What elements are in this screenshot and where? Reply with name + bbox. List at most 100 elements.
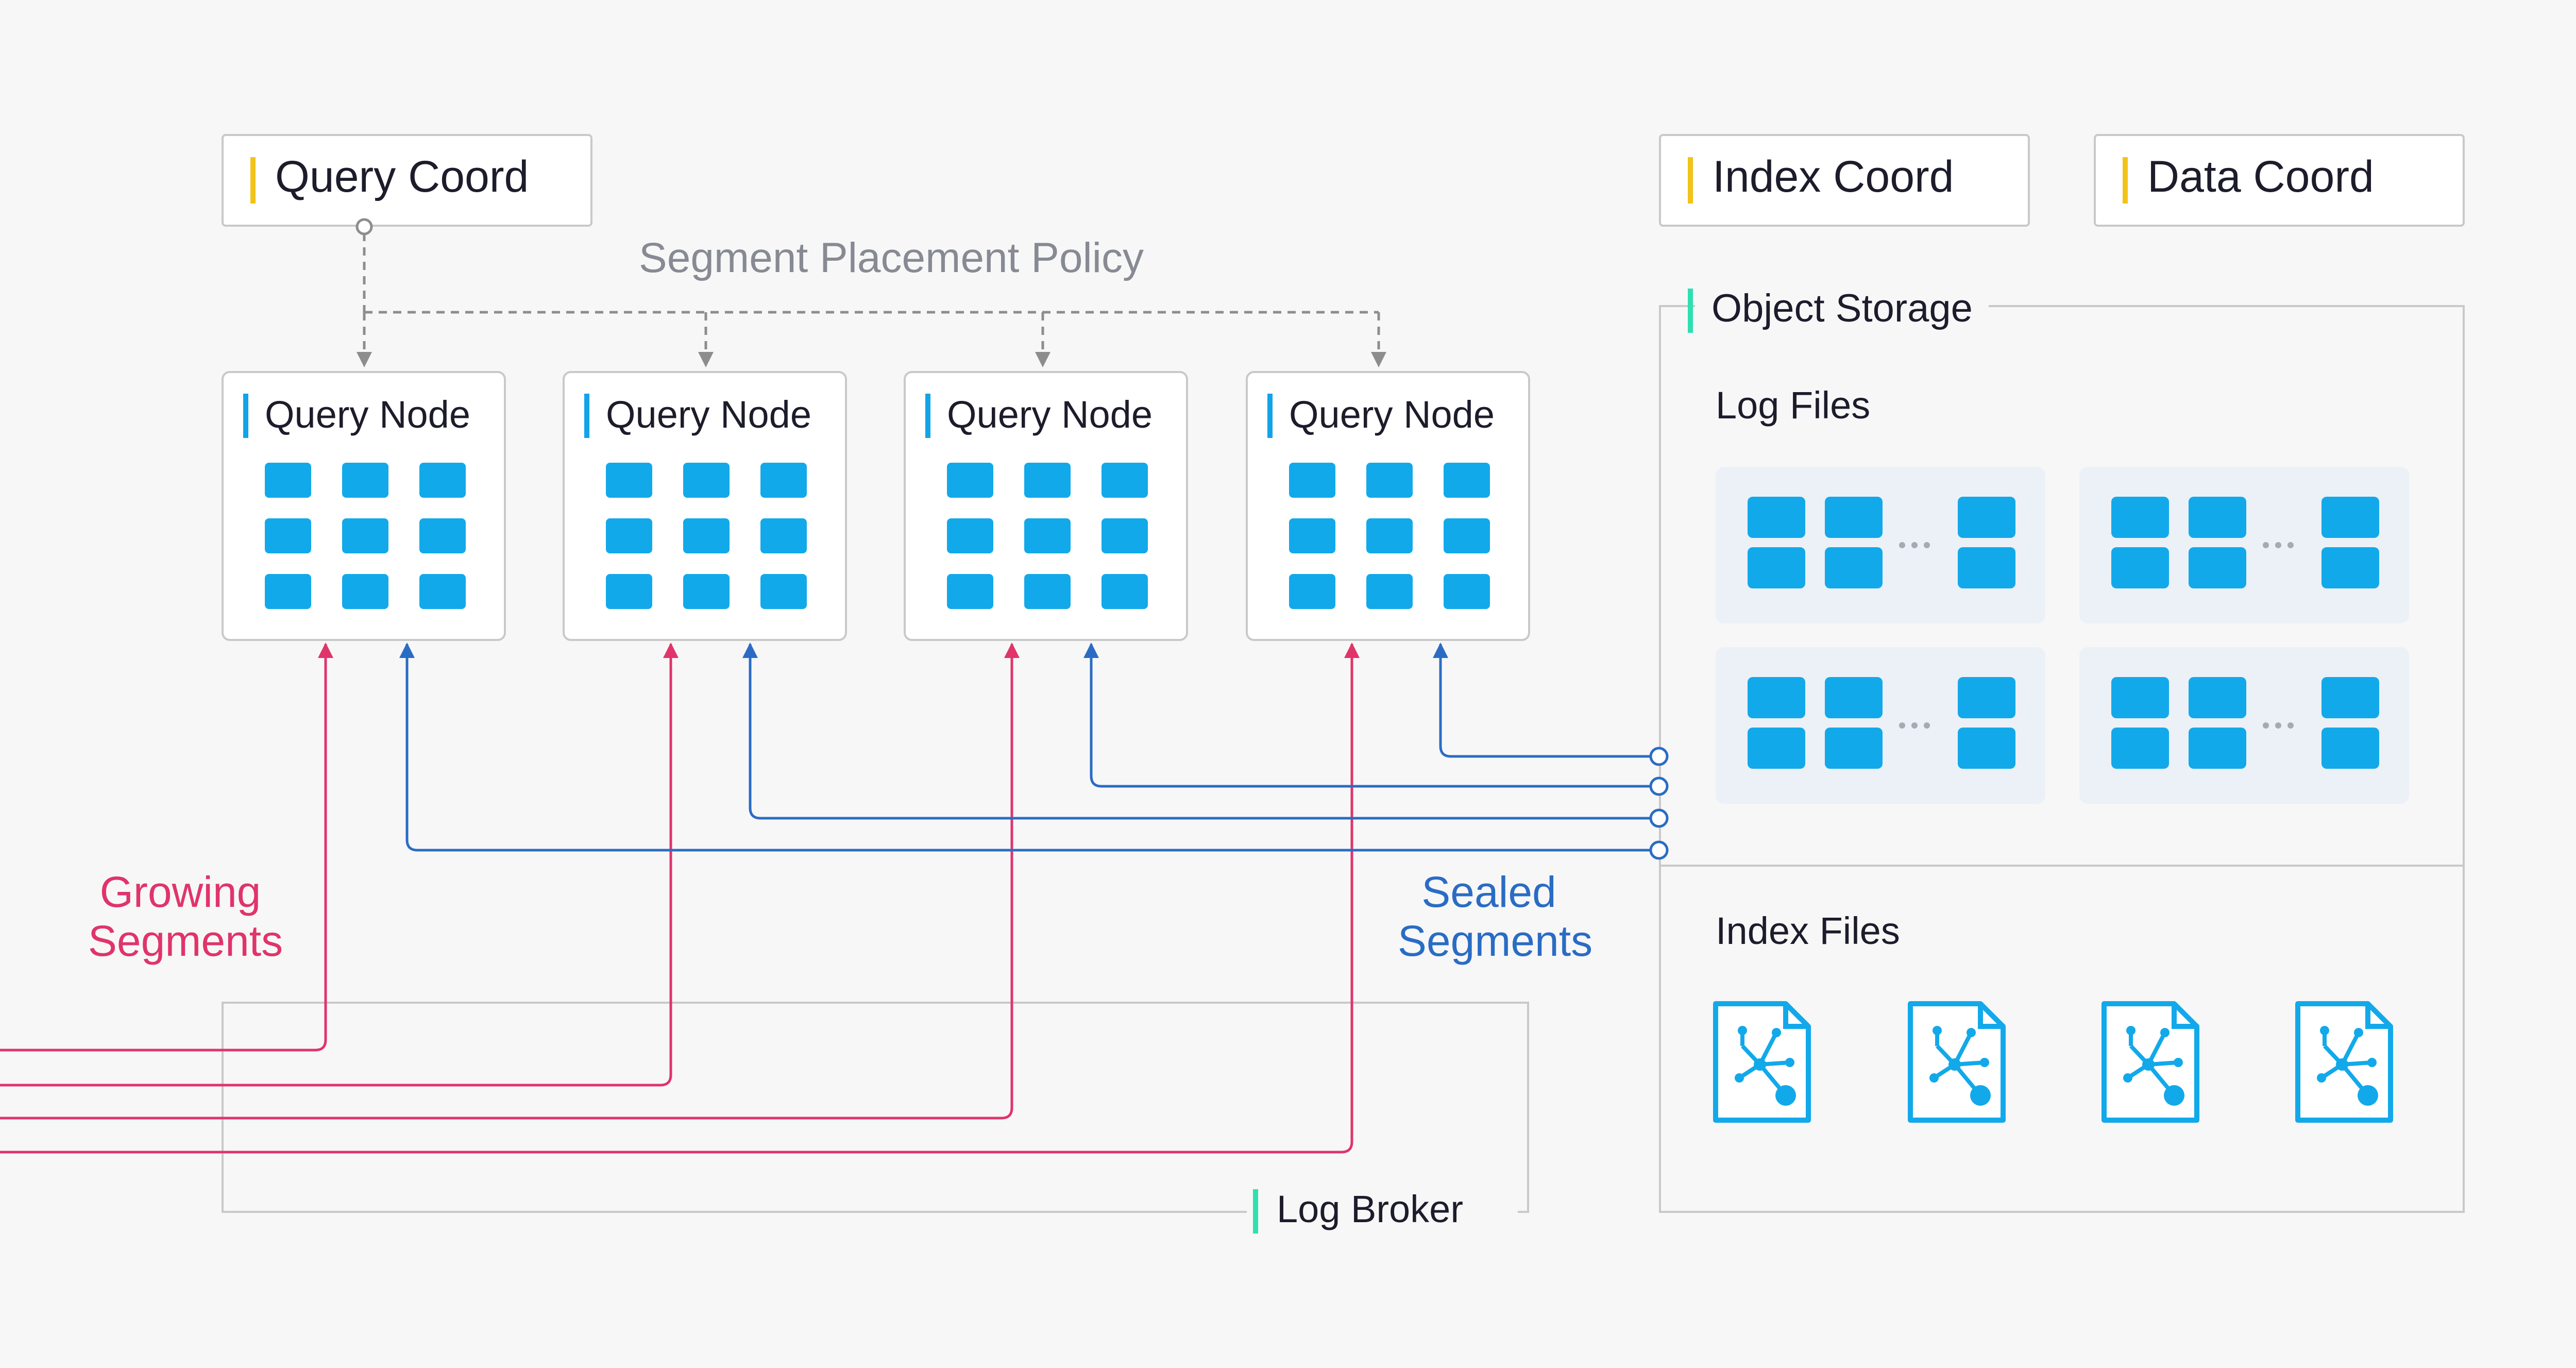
log-segment-block [2189,497,2246,538]
log-segment-block [1825,497,1883,538]
segment-block [683,518,730,553]
log-broker-accent [1253,1189,1258,1234]
segment-block [265,574,311,609]
segment-block [1444,463,1490,498]
query-node-label: Query Node [606,393,811,436]
index-file-icon [1908,1001,2006,1123]
segment-block [1289,518,1335,553]
segment-block [1024,518,1071,553]
ellipsis-dot [1899,542,1905,548]
segment-block [1024,463,1071,498]
segment-block [1366,463,1413,498]
log-segment-block [1958,497,2015,538]
query-node-label: Query Node [947,393,1153,436]
segment-block [606,574,652,609]
segment-block [1289,463,1335,498]
segment-block [1366,574,1413,609]
log-files-label: Log Files [1716,384,1870,427]
index-file-icon [2295,1001,2393,1123]
segment-block [606,518,652,553]
log-segment-block [1748,547,1805,588]
ellipsis-dot [2275,722,2281,729]
log-segment-block [1825,547,1883,588]
ellipsis-dot [1911,542,1918,548]
data-coord-box: Data Coord [2094,134,2465,227]
ellipsis-dot [2263,542,2269,548]
log-broker-label: Log Broker [1277,1188,1463,1230]
query-coord-box: Query Coord [222,134,592,227]
storage-ports [1649,747,1669,860]
object-storage-box: Object Storage Log Files Index Files [1659,286,2465,1213]
policy-label: Segment Placement Policy [639,234,1144,281]
data-coord-accent [2123,157,2128,204]
segment-block [265,518,311,553]
segment-block [342,574,388,609]
log-segment-block [2321,677,2379,718]
log-file-group [2079,467,2409,623]
segment-block [1101,463,1148,498]
object-storage-title: Object Storage [1711,286,1973,330]
query-node-label: Query Node [1289,393,1495,436]
segment-block [419,518,466,553]
query-node-accent [243,394,248,438]
query-nodes-group: Query Node Query Node Query Node Query Node [222,371,1530,641]
segment-block [683,463,730,498]
log-segment-block [2111,497,2169,538]
ellipsis-dot [1924,722,1930,729]
ellipsis-dot [2275,542,2281,548]
log-segment-block [2189,728,2246,769]
index-coord-accent [1688,157,1693,204]
index-files-row [1713,1001,2393,1123]
query-coord-accent [250,157,256,204]
query-node-4: Query Node [1246,371,1530,641]
segment-block [683,574,730,609]
query-node-accent [1267,394,1273,438]
segment-block [947,574,993,609]
log-segment-block [1958,728,2015,769]
segment-block [1366,518,1413,553]
ellipsis-dot [1911,722,1918,729]
index-coord-label: Index Coord [1713,152,1954,201]
segment-block [1101,518,1148,553]
ellipsis-dot [2287,722,2294,729]
object-storage-accent [1688,289,1693,333]
sealed-segment-connectors [399,643,1651,852]
segment-block [1289,574,1335,609]
index-files-label: Index Files [1716,909,1900,952]
log-broker-box: Log Broker [222,1002,1529,1234]
log-segment-block [2321,497,2379,538]
query-node-3: Query Node [904,371,1188,641]
index-file-icon [1713,1001,1811,1123]
log-segment-block [1748,497,1805,538]
segment-block [760,518,807,553]
data-coord-label: Data Coord [2147,152,2374,201]
log-segment-block [2321,728,2379,769]
log-segment-block [1825,728,1883,769]
query-coord-label: Query Coord [275,152,529,201]
growing-segment-connectors [0,643,1360,1154]
query-node-label: Query Node [265,393,470,436]
segment-block [947,463,993,498]
segment-block [419,574,466,609]
query-node-1: Query Node [222,371,506,641]
log-segment-block [2321,547,2379,588]
segment-block [1444,518,1490,553]
segment-block [342,518,388,553]
log-segment-block [1748,677,1805,718]
query-node-accent [925,394,930,438]
sealed-label-line2: Segments [1398,917,1592,965]
log-segment-block [2189,677,2246,718]
log-segment-block [2111,728,2169,769]
log-file-group [2079,647,2409,804]
growing-label-line1: Growing [100,868,261,916]
query-node-accent [584,394,589,438]
log-segment-block [2111,677,2169,718]
segment-block [1444,574,1490,609]
segment-block [342,463,388,498]
segment-block [265,463,311,498]
segment-block [947,518,993,553]
segment-block [1101,574,1148,609]
ellipsis-dot [1924,542,1930,548]
segment-block [606,463,652,498]
